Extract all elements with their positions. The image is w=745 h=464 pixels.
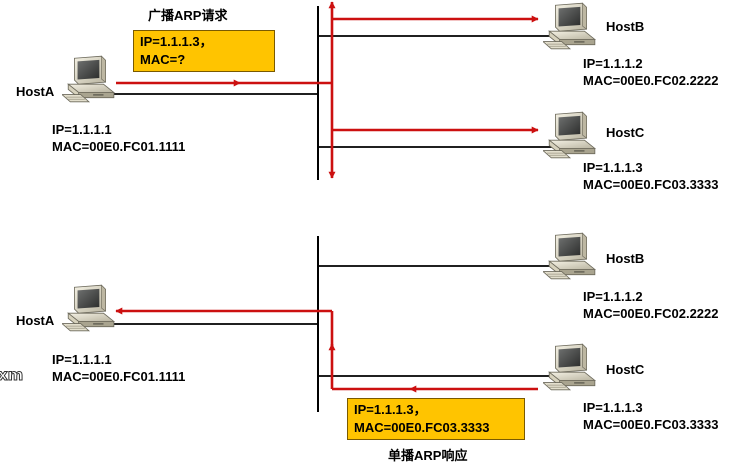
top-title: 广播ARP请求: [148, 8, 228, 23]
top-hostb-name: HostB: [606, 19, 645, 34]
top-hostb-computer-icon: [543, 2, 596, 50]
top-hostc-computer-icon: [543, 111, 596, 159]
top-request-callout: IP=1.1.1.3， MAC=?: [133, 30, 275, 72]
top-hostc-mac: MAC=00E0.FC03.3333: [583, 177, 719, 192]
top-hostb-info: IP=1.1.1.2 MAC=00E0.FC02.2222: [583, 55, 719, 89]
top-hostb-ip: IP=1.1.1.2: [583, 56, 643, 71]
bottom-hostb-mac: MAC=00E0.FC02.2222: [583, 306, 719, 321]
top-hosta-info: IP=1.1.1.1 MAC=00E0.FC01.1111: [52, 121, 185, 155]
bottom-hostc-name: HostC: [606, 362, 645, 377]
top-callout-line1: IP=1.1.1.3，: [140, 34, 213, 49]
top-callout-line2: MAC=?: [140, 52, 186, 67]
bottom-hostb-ip: IP=1.1.1.2: [583, 289, 643, 304]
watermark-text: xm: [0, 366, 24, 385]
bottom-callout-line1: IP=1.1.1.3，: [354, 402, 427, 417]
top-hostc-name: HostC: [606, 125, 645, 140]
top-hosta-name: HostA: [16, 84, 55, 99]
bottom-hostb-computer-icon: [543, 232, 596, 280]
top-hostb-mac: MAC=00E0.FC02.2222: [583, 73, 719, 88]
bottom-hostb-info: IP=1.1.1.2 MAC=00E0.FC02.2222: [583, 288, 719, 322]
bottom-hosta-info: IP=1.1.1.1 MAC=00E0.FC01.1111: [52, 351, 185, 385]
top-hosta-mac: MAC=00E0.FC01.1111: [52, 139, 186, 154]
bottom-hosta-name: HostA: [16, 313, 55, 328]
bottom-hostc-ip: IP=1.1.1.3: [583, 400, 643, 415]
bottom-hosta-ip: IP=1.1.1.1: [52, 352, 112, 367]
top-hostc-info: IP=1.1.1.3 MAC=00E0.FC03.3333: [583, 159, 719, 193]
top-hostc-ip: IP=1.1.1.3: [583, 160, 643, 175]
bottom-hostc-computer-icon: [543, 343, 596, 391]
top-hosta-computer-icon: [62, 55, 115, 103]
bottom-callout-line2: MAC=00E0.FC03.3333: [354, 420, 490, 435]
bottom-hostb-name: HostB: [606, 251, 645, 266]
bottom-hostc-info: IP=1.1.1.3 MAC=00E0.FC03.3333: [583, 399, 719, 433]
bottom-title: 单播ARP响应: [388, 448, 468, 463]
top-hosta-ip: IP=1.1.1.1: [52, 122, 112, 137]
bottom-reply-callout: IP=1.1.1.3， MAC=00E0.FC03.3333: [347, 398, 525, 440]
bottom-hostc-mac: MAC=00E0.FC03.3333: [583, 417, 719, 432]
bottom-hosta-mac: MAC=00E0.FC01.1111: [52, 369, 186, 384]
bottom-hosta-computer-icon: [62, 284, 115, 332]
